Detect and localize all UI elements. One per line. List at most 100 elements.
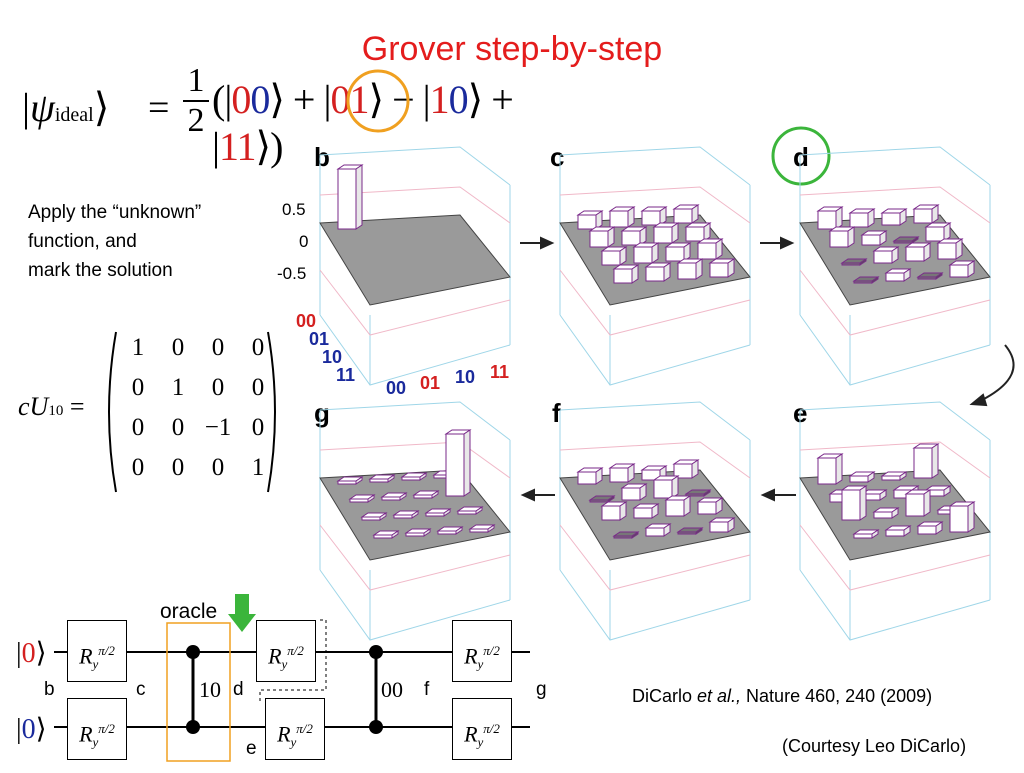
step-label-e: e (246, 738, 257, 759)
psi-ket: |ψideal⟩ (22, 85, 110, 130)
bar-side (671, 222, 679, 244)
bar-side (671, 475, 679, 499)
bar-side (683, 242, 691, 262)
gate-ry-bottom-3: Ryπ/2 (452, 698, 512, 760)
panel-frame-bottom (559, 569, 751, 641)
bar-side (891, 507, 899, 519)
bar-side (955, 238, 963, 260)
second-cz-value: 00 (381, 677, 403, 703)
col-label-01: 01 (420, 373, 441, 393)
bar-side (879, 489, 887, 501)
slide-title: Grover step-by-step (361, 30, 663, 68)
panel-frame-bottom (319, 569, 511, 641)
matrix-brackets (108, 331, 276, 493)
qubit-bottom-label: |0⟩ (16, 714, 47, 745)
bar-side (355, 476, 363, 485)
panel-d-green-circle (771, 126, 831, 186)
panel-frame-bottom (319, 314, 511, 386)
bar-side (695, 258, 703, 280)
arrow-e-to-f (760, 488, 796, 502)
bar-side (631, 264, 639, 284)
courtesy-note: (Courtesy Leo DiCarlo) (782, 736, 967, 756)
description-line-1: Apply the “unknown” (28, 202, 202, 223)
step-label-b: b (44, 679, 55, 700)
bar-side (663, 262, 671, 282)
cz-dot-2b (369, 720, 383, 734)
bar-side (727, 517, 735, 533)
bar-side (443, 508, 451, 517)
bar-side (607, 226, 615, 248)
bar-side (619, 246, 627, 266)
bar-side (695, 527, 703, 535)
qubit-top-label: |0⟩ (16, 638, 47, 669)
bar-side (943, 485, 951, 497)
bar-side (683, 495, 691, 517)
bar-side (967, 260, 975, 278)
oracle-value: 10 (199, 677, 221, 703)
description-line-2: function, and (28, 231, 137, 252)
bar-side (903, 525, 911, 537)
panel-grid-line (799, 269, 991, 336)
panel-frame-back (559, 146, 751, 186)
oracle-green-arrow (228, 594, 256, 632)
bar-side (835, 206, 843, 230)
citation: DiCarlo et al., Nature 460, 240 (2009) (632, 686, 933, 706)
panel-grid-line (319, 269, 511, 336)
panel-frame-back (799, 146, 991, 186)
bar-side (935, 272, 943, 280)
bar-side (703, 489, 711, 497)
bar-side (399, 492, 407, 501)
panel-grid-line (799, 186, 991, 224)
panel-grid-line (559, 441, 751, 479)
bar-side (943, 222, 951, 242)
bar-side (903, 268, 911, 282)
equals-sign: = (148, 87, 170, 129)
description-line-3: mark the solution (28, 260, 173, 281)
col-label-10: 10 (455, 367, 476, 387)
gate-ry-top-3: Ryπ/2 (452, 620, 512, 682)
panel-plane (319, 214, 511, 306)
gate-ry-top-1: Ryπ/2 (67, 620, 127, 682)
bar-side (891, 246, 899, 264)
bar-side (431, 490, 439, 499)
cz-dot-2a (369, 645, 383, 659)
step-description: Apply the “unknown” function, and mark t… (28, 198, 201, 285)
step-label-c: c (136, 679, 146, 700)
panel-frame-bottom (799, 314, 991, 386)
arrow-f-to-g (520, 488, 555, 502)
bar-side (703, 222, 711, 242)
bar-side (411, 510, 419, 519)
arrow-d-to-e (969, 344, 1015, 407)
bar-side (475, 506, 483, 515)
panel-letter-b: b (314, 142, 330, 172)
bar-side (631, 531, 639, 539)
step-label-g: g (536, 679, 547, 700)
step-label-d: d (233, 679, 244, 700)
bar-side (487, 524, 495, 533)
gate-ry-bottom-1: Ryπ/2 (67, 698, 127, 760)
bar-side (663, 523, 671, 537)
bar-side (911, 236, 919, 244)
bar-side (847, 226, 855, 248)
bar-side (715, 238, 723, 260)
cz-dot-1a (186, 645, 200, 659)
bar-side (379, 512, 387, 521)
panel-letter-f: f (552, 398, 561, 428)
bar-side (463, 429, 471, 497)
panel-frame-bottom (559, 314, 751, 386)
bar-side (391, 530, 399, 539)
panel-letter-d: d (793, 142, 809, 172)
panel-grid-line (799, 524, 991, 591)
bar-side (859, 485, 867, 521)
z-tick-0.5: 0.5 (282, 200, 306, 219)
orange-highlight-circle (346, 69, 410, 133)
panel-frame-back (319, 401, 511, 441)
bar-side (859, 258, 867, 266)
bar-side (715, 497, 723, 515)
col-label-00: 00 (386, 378, 407, 398)
panel-frame-back (799, 401, 991, 441)
